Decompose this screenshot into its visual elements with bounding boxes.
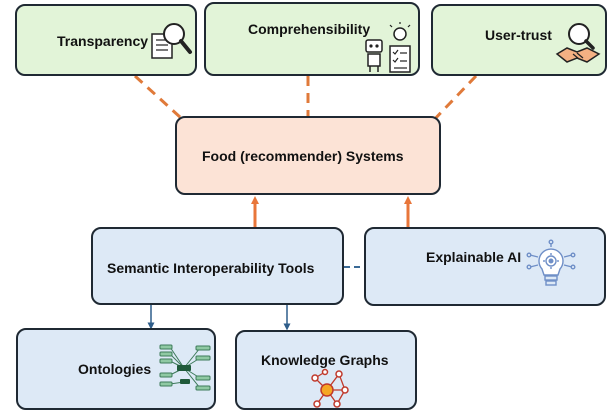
node-label-semantic-tools: Semantic Interoperability Tools — [107, 260, 315, 276]
node-semantic-tools: Semantic Interoperability Tools — [91, 227, 344, 305]
graph-network-icon — [311, 368, 349, 408]
node-label-explainable-ai: Explainable AI — [426, 249, 522, 265]
node-user-trust: User-trust — [431, 4, 607, 76]
node-label-ontologies: Ontologies — [78, 361, 152, 377]
magnifier-document-icon — [151, 23, 192, 59]
ai-lightbulb-icon — [526, 239, 576, 286]
node-label-transparency: Transparency — [57, 33, 149, 49]
node-food-systems: Food (recommender) Systems — [175, 116, 441, 195]
node-label-comprehensibility: Comprehensibility — [248, 21, 371, 37]
node-label-knowledge-graphs: Knowledge Graphs — [261, 352, 389, 368]
dashed-link-transparency — [133, 74, 194, 130]
ontology-tree-icon — [159, 344, 211, 391]
dashed-link-user-trust — [428, 74, 478, 126]
node-explainable-ai: Explainable AI — [364, 227, 606, 306]
node-label-user-trust: User-trust — [485, 27, 552, 43]
node-ontologies: Ontologies — [16, 328, 216, 410]
node-comprehensibility: Comprehensibility — [204, 2, 420, 76]
node-knowledge-graphs: Knowledge Graphs — [235, 330, 417, 410]
node-transparency: Transparency — [15, 4, 197, 76]
handshake-magnifier-icon — [555, 23, 601, 63]
node-label-food-systems: Food (recommender) Systems — [202, 148, 404, 164]
robot-lightbulb-icon — [365, 22, 411, 73]
